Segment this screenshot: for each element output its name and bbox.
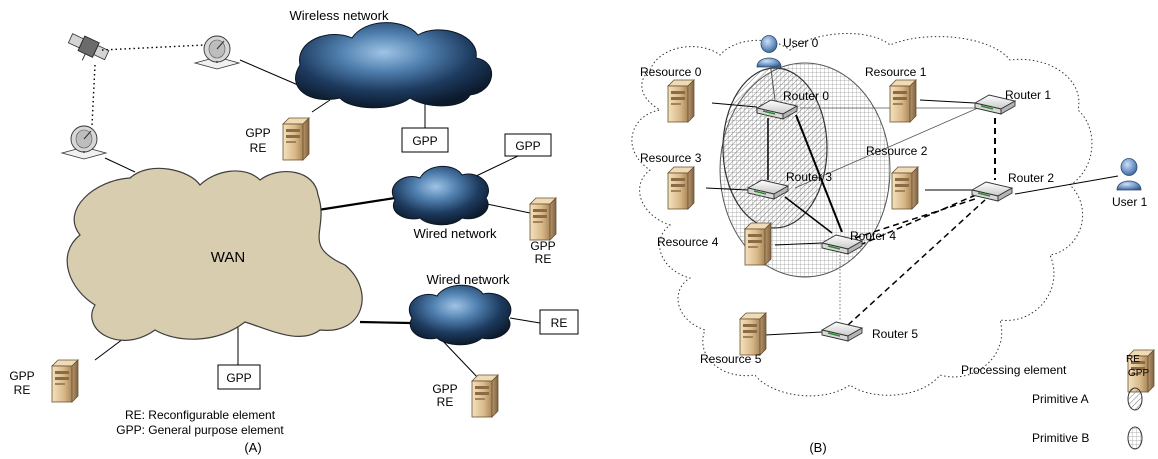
router-3-label: Router 3 bbox=[786, 170, 832, 184]
node-gpp-label: GPP bbox=[245, 126, 270, 140]
router-2-icon bbox=[971, 181, 1013, 202]
legend-pe-re: RE bbox=[1126, 354, 1140, 365]
node-re-label: RE bbox=[250, 141, 267, 155]
wired-network-1-label: Wired network bbox=[413, 226, 497, 241]
link bbox=[239, 59, 299, 86]
router-2-label: Router 2 bbox=[1008, 171, 1054, 185]
link bbox=[509, 317, 541, 324]
link bbox=[311, 99, 331, 113]
panel-b: User 0 User 1 Resource 0 Resource 1 Reso… bbox=[631, 33, 1155, 455]
node-re-label: RE bbox=[535, 252, 552, 266]
node-gpp-label: GPP bbox=[9, 369, 34, 383]
link bbox=[439, 337, 481, 381]
resource-5-icon bbox=[739, 312, 767, 356]
wired-network-cloud bbox=[409, 284, 512, 346]
re-box bbox=[539, 309, 579, 335]
resource-3-icon bbox=[667, 166, 695, 210]
wan-label: WAN bbox=[211, 249, 245, 266]
panel-b-caption: (B) bbox=[809, 440, 826, 455]
satellite-uplink bbox=[101, 44, 206, 51]
user-1-label: User 1 bbox=[1112, 195, 1148, 209]
resource-3-label: Resource 3 bbox=[640, 151, 702, 165]
legend-processing-element: Processing element bbox=[961, 363, 1067, 377]
link-wan-wired-2 bbox=[359, 320, 411, 325]
gpp-box bbox=[217, 364, 261, 390]
resource-2-label: Resource 2 bbox=[866, 144, 928, 158]
link bbox=[104, 157, 136, 173]
router-5-label: Router 5 bbox=[872, 327, 918, 341]
resource-1-label: Resource 1 bbox=[865, 65, 927, 79]
network-boundary bbox=[631, 33, 1093, 397]
resource-0-label: Resource 0 bbox=[640, 65, 702, 79]
panel-a: WAN Wireless network Wired network Wired… bbox=[9, 8, 579, 455]
user-1-icon bbox=[1116, 158, 1142, 191]
legend-primitive-a: Primitive A bbox=[1032, 392, 1089, 406]
links bbox=[705, 61, 1119, 336]
server-icon bbox=[51, 359, 79, 403]
node-re-label: RE bbox=[14, 383, 31, 397]
router-0-label: Router 0 bbox=[783, 89, 829, 103]
node-re-label: RE bbox=[437, 395, 454, 409]
dish-icon bbox=[194, 35, 240, 70]
gpp-box-label: GPP bbox=[226, 371, 251, 385]
wired-network-cloud bbox=[392, 165, 489, 226]
node-gpp-label: GPP bbox=[432, 382, 457, 396]
gpp-box-label: GPP bbox=[515, 139, 540, 153]
gpp-box bbox=[504, 133, 552, 157]
wireless-network-cloud bbox=[295, 22, 493, 109]
link bbox=[471, 154, 521, 179]
router-1-label: Router 1 bbox=[1005, 88, 1051, 102]
user-0-label: User 0 bbox=[783, 36, 819, 50]
wan-cloud bbox=[66, 167, 363, 341]
resource-5-label: Resource 5 bbox=[700, 352, 762, 366]
resource-0-icon bbox=[667, 79, 695, 123]
legend-gpp: GPP: General purpose element bbox=[116, 423, 284, 437]
satellite-downlink bbox=[91, 64, 96, 126]
satellite-icon bbox=[67, 33, 110, 61]
legend-re: RE: Reconfigurable element bbox=[125, 408, 276, 422]
server-icon bbox=[529, 197, 557, 241]
gpp-box-label: GPP bbox=[412, 134, 437, 148]
wired-network-2-label: Wired network bbox=[426, 272, 510, 287]
primitive-b-swatch bbox=[1127, 426, 1143, 450]
router-4-label: Router 4 bbox=[850, 229, 896, 243]
panel-a-caption: (A) bbox=[244, 440, 261, 455]
resource-1-icon bbox=[889, 79, 917, 123]
node-gpp-label: GPP bbox=[530, 239, 555, 253]
dish-icon bbox=[61, 125, 107, 160]
legend-pe-gpp: GPP bbox=[1128, 368, 1149, 379]
gpp-box bbox=[401, 127, 449, 153]
wireless-network-label: Wireless network bbox=[290, 8, 389, 23]
resource-2-icon bbox=[891, 166, 919, 210]
resource-4-label: Resource 4 bbox=[657, 235, 719, 249]
server-icon bbox=[471, 374, 499, 418]
link-wan-wired-1 bbox=[317, 196, 396, 212]
server-icon bbox=[282, 117, 310, 161]
router-5-icon bbox=[821, 321, 863, 342]
primitive-a-swatch bbox=[1127, 387, 1143, 411]
legend-primitive-b: Primitive B bbox=[1032, 431, 1089, 445]
resource-4-icon bbox=[744, 222, 772, 266]
re-box-label: RE bbox=[551, 316, 568, 330]
